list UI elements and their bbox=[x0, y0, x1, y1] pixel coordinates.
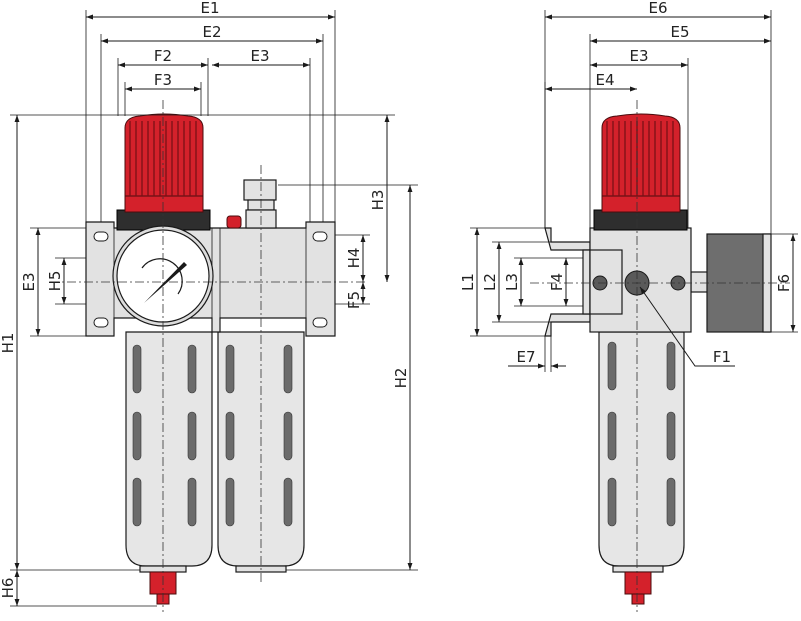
label-l3: L3 bbox=[503, 273, 521, 291]
dimensions-side bbox=[470, 10, 798, 372]
label-f4: F4 bbox=[548, 273, 566, 291]
label-h5: H5 bbox=[46, 271, 64, 292]
label-e7: E7 bbox=[516, 348, 535, 366]
drain-side bbox=[612, 565, 664, 605]
body-side bbox=[589, 227, 692, 333]
dimension-labels: E1 E2 F2 E3 F3 H1 E3 H5 H6 H3 H4 F5 H2 E… bbox=[0, 0, 793, 598]
lubricator-fill-plug bbox=[226, 179, 277, 229]
label-h6: H6 bbox=[0, 578, 17, 599]
label-h3: H3 bbox=[369, 190, 387, 211]
label-f2: F2 bbox=[154, 47, 172, 65]
label-l2: L2 bbox=[481, 273, 499, 291]
bowl-side bbox=[598, 331, 685, 567]
label-e4: E4 bbox=[595, 71, 614, 89]
side-view bbox=[530, 100, 790, 612]
label-f6: F6 bbox=[775, 274, 793, 292]
label-e2: E2 bbox=[202, 23, 221, 41]
label-e3-side: E3 bbox=[629, 47, 648, 65]
label-l1: L1 bbox=[459, 273, 477, 291]
label-f5: F5 bbox=[345, 291, 363, 309]
label-e5: E5 bbox=[670, 23, 689, 41]
adjusting-knob-icon bbox=[116, 113, 211, 231]
label-e3-vertical: E3 bbox=[20, 272, 38, 291]
label-f3: F3 bbox=[154, 71, 172, 89]
label-h2: H2 bbox=[392, 368, 410, 389]
filter-regulator-bowl bbox=[125, 331, 213, 567]
label-f1: F1 bbox=[713, 348, 731, 366]
arrow-icon bbox=[144, 262, 187, 303]
label-e3-top: E3 bbox=[250, 47, 269, 65]
label-e6: E6 bbox=[648, 0, 667, 17]
dimensions-front bbox=[10, 10, 418, 607]
label-h4: H4 bbox=[345, 248, 363, 269]
front-view bbox=[50, 100, 365, 612]
label-h1: H1 bbox=[0, 333, 17, 354]
knob-side bbox=[593, 113, 688, 231]
label-e1: E1 bbox=[200, 0, 219, 17]
